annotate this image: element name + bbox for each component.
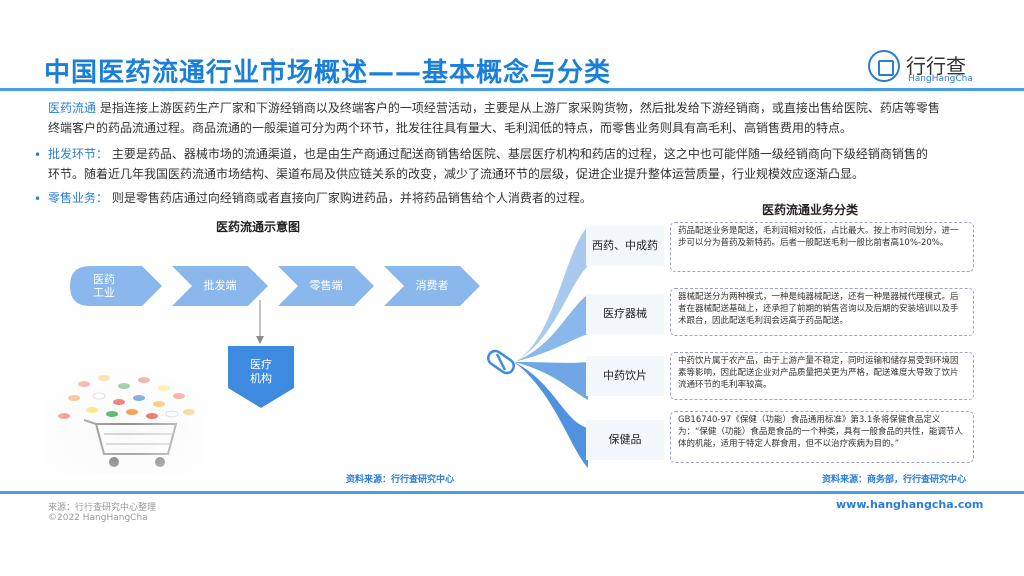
classification-source: 资料来源：商务部，行行查研究中心 (822, 472, 966, 485)
wholesale-paragraph: 批发环节： 主要是药品、器械市场的流通渠道，也是由生产商通过配送商销售给医院、基… (48, 144, 988, 184)
flow-source: 资料来源：行行查研究中心 (346, 472, 454, 485)
page-title: 中国医药流通行业市场概述——基本概念与分类 (44, 52, 611, 89)
footer-source: 来源：行行查研究中心整理 (48, 500, 156, 513)
flow-branch-medical: 医疗机构 (228, 346, 294, 408)
wholesale-line2: 环节。随着近几年我国医药流通市场结构、渠道布局及供应链关系的改变，减少了流通环节… (48, 167, 864, 181)
flow-diagram-title: 医药流通示意图 (216, 218, 300, 235)
branch-arrow-icon (250, 300, 274, 346)
intro-term: 医药流通 (48, 101, 96, 115)
intro-line1: 是指连接上游医药生产厂家和下游经销商以及终端客户的一项经营活动，主要是从上游厂家… (100, 101, 940, 115)
classification-title: 医药流通业务分类 (762, 201, 858, 218)
bullet-icon: • (34, 148, 41, 162)
intro-paragraph: 医药流通 是指连接上游医药生产厂家和下游经销商以及终端客户的一项经营活动，主要是… (48, 98, 988, 138)
flow-step-industry: 医药工业 (70, 266, 162, 306)
footer-copyright: ©2022 HangHangCha (48, 513, 148, 523)
category-medical-devices: 医疗器械 (586, 294, 664, 334)
category-desc: GB16740-97《保健（功能）食品通用标准》第3.1条将保健食品定义为：“保… (670, 411, 974, 463)
flow-step-label: 零售端 (278, 266, 374, 306)
flow-branch-label: 医疗机构 (228, 358, 294, 386)
flow-step-label: 消费者 (384, 266, 480, 306)
website-link[interactable]: www.hanghangcha.com (836, 498, 983, 511)
wholesale-term: 批发环节： (48, 147, 108, 161)
category-western-medicine: 西药、中成药 (586, 226, 664, 266)
flow-step-consumer: 消费者 (384, 266, 480, 306)
logo-icon (868, 50, 900, 82)
brand-logo: 行行查 HangHangCha (868, 50, 998, 86)
category-desc: 中药饮片属于农产品，由于上游产量不稳定，同时运输和储存易受到环境因素等影响，因此… (670, 352, 974, 400)
bullet-icon: • (34, 192, 41, 206)
medicine-cart-image (44, 364, 204, 474)
retail-term: 零售业务： (48, 191, 108, 205)
flow-step-retail: 零售端 (278, 266, 374, 306)
intro-line2: 终端客户的药品流通过程。商品流通的一般渠道可分为两个环节，批发往往具有量大、毛利… (48, 121, 852, 135)
logo-english: HangHangCha (908, 74, 973, 84)
retail-text: 则是零售药店通过向经销商或者直接向厂家购进药品，并将药品销售给个人消费者的过程。 (112, 191, 592, 205)
category-desc: 药品配送业务是配送，毛利润相对较低，占比最大。按上市时间划分，进一步可以分为普药… (670, 222, 974, 272)
category-tcm-decoction: 中药饮片 (586, 356, 664, 396)
title-divider (0, 88, 1024, 91)
category-desc: 器械配送分为两种模式，一种是纯器械配送，还有一种是器械代理模式。后者在器械配送基… (670, 288, 974, 336)
wholesale-line1: 主要是药品、器械市场的流通渠道，也是由生产商通过配送商销售给医院、基层医疗机构和… (112, 147, 928, 161)
category-fan-connectors (514, 222, 588, 474)
footer-divider (0, 491, 1024, 494)
flow-step-label: 医药工业 (58, 273, 150, 299)
category-health-products: 保健品 (586, 420, 664, 460)
